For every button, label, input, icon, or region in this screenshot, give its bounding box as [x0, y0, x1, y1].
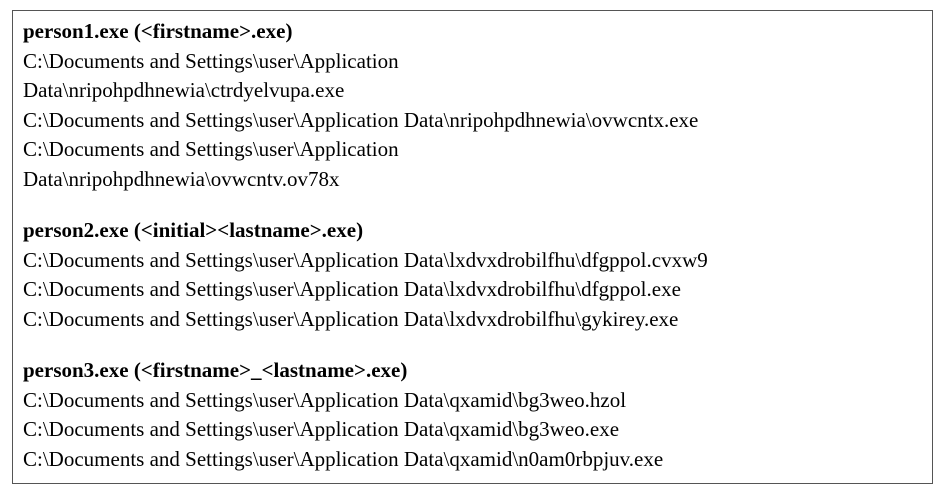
- path-line: Data\nripohpdhnewia\ovwcntv.ov78x: [23, 166, 340, 191]
- path-line: C:\Documents and Settings\user\Applicati…: [23, 48, 399, 73]
- path-line: C:\Documents and Settings\user\Applicati…: [23, 277, 681, 301]
- path-line: C:\Documents and Settings\user\Applicati…: [23, 107, 699, 132]
- entry-person2: person2.exe (<initial><lastname>.exe) C:…: [23, 216, 932, 334]
- path-line: C:\Documents and Settings\user\Applicati…: [23, 417, 620, 441]
- entry-person3: person3.exe (<firstname>_<lastname>.exe)…: [23, 356, 932, 474]
- path-line: C:\Documents and Settings\user\Applicati…: [23, 387, 627, 412]
- file-path-table: person1.exe (<firstname>.exe) C:\Documen…: [12, 10, 933, 484]
- path-line: Data\nripohpdhnewia\ctrdyelvupa.exe: [23, 78, 345, 102]
- path-line: C:\Documents and Settings\user\Applicati…: [23, 137, 399, 161]
- entry-heading: person3.exe (<firstname>_<lastname>.exe): [23, 358, 408, 382]
- entry-person1: person1.exe (<firstname>.exe) C:\Documen…: [23, 17, 932, 194]
- path-line: C:\Documents and Settings\user\Applicati…: [23, 306, 679, 331]
- entry-heading: person2.exe (<initial><lastname>.exe): [23, 218, 364, 242]
- path-line: C:\Documents and Settings\user\Applicati…: [23, 446, 664, 471]
- path-line: C:\Documents and Settings\user\Applicati…: [23, 247, 708, 272]
- entry-heading: person1.exe (<firstname>.exe): [23, 19, 293, 43]
